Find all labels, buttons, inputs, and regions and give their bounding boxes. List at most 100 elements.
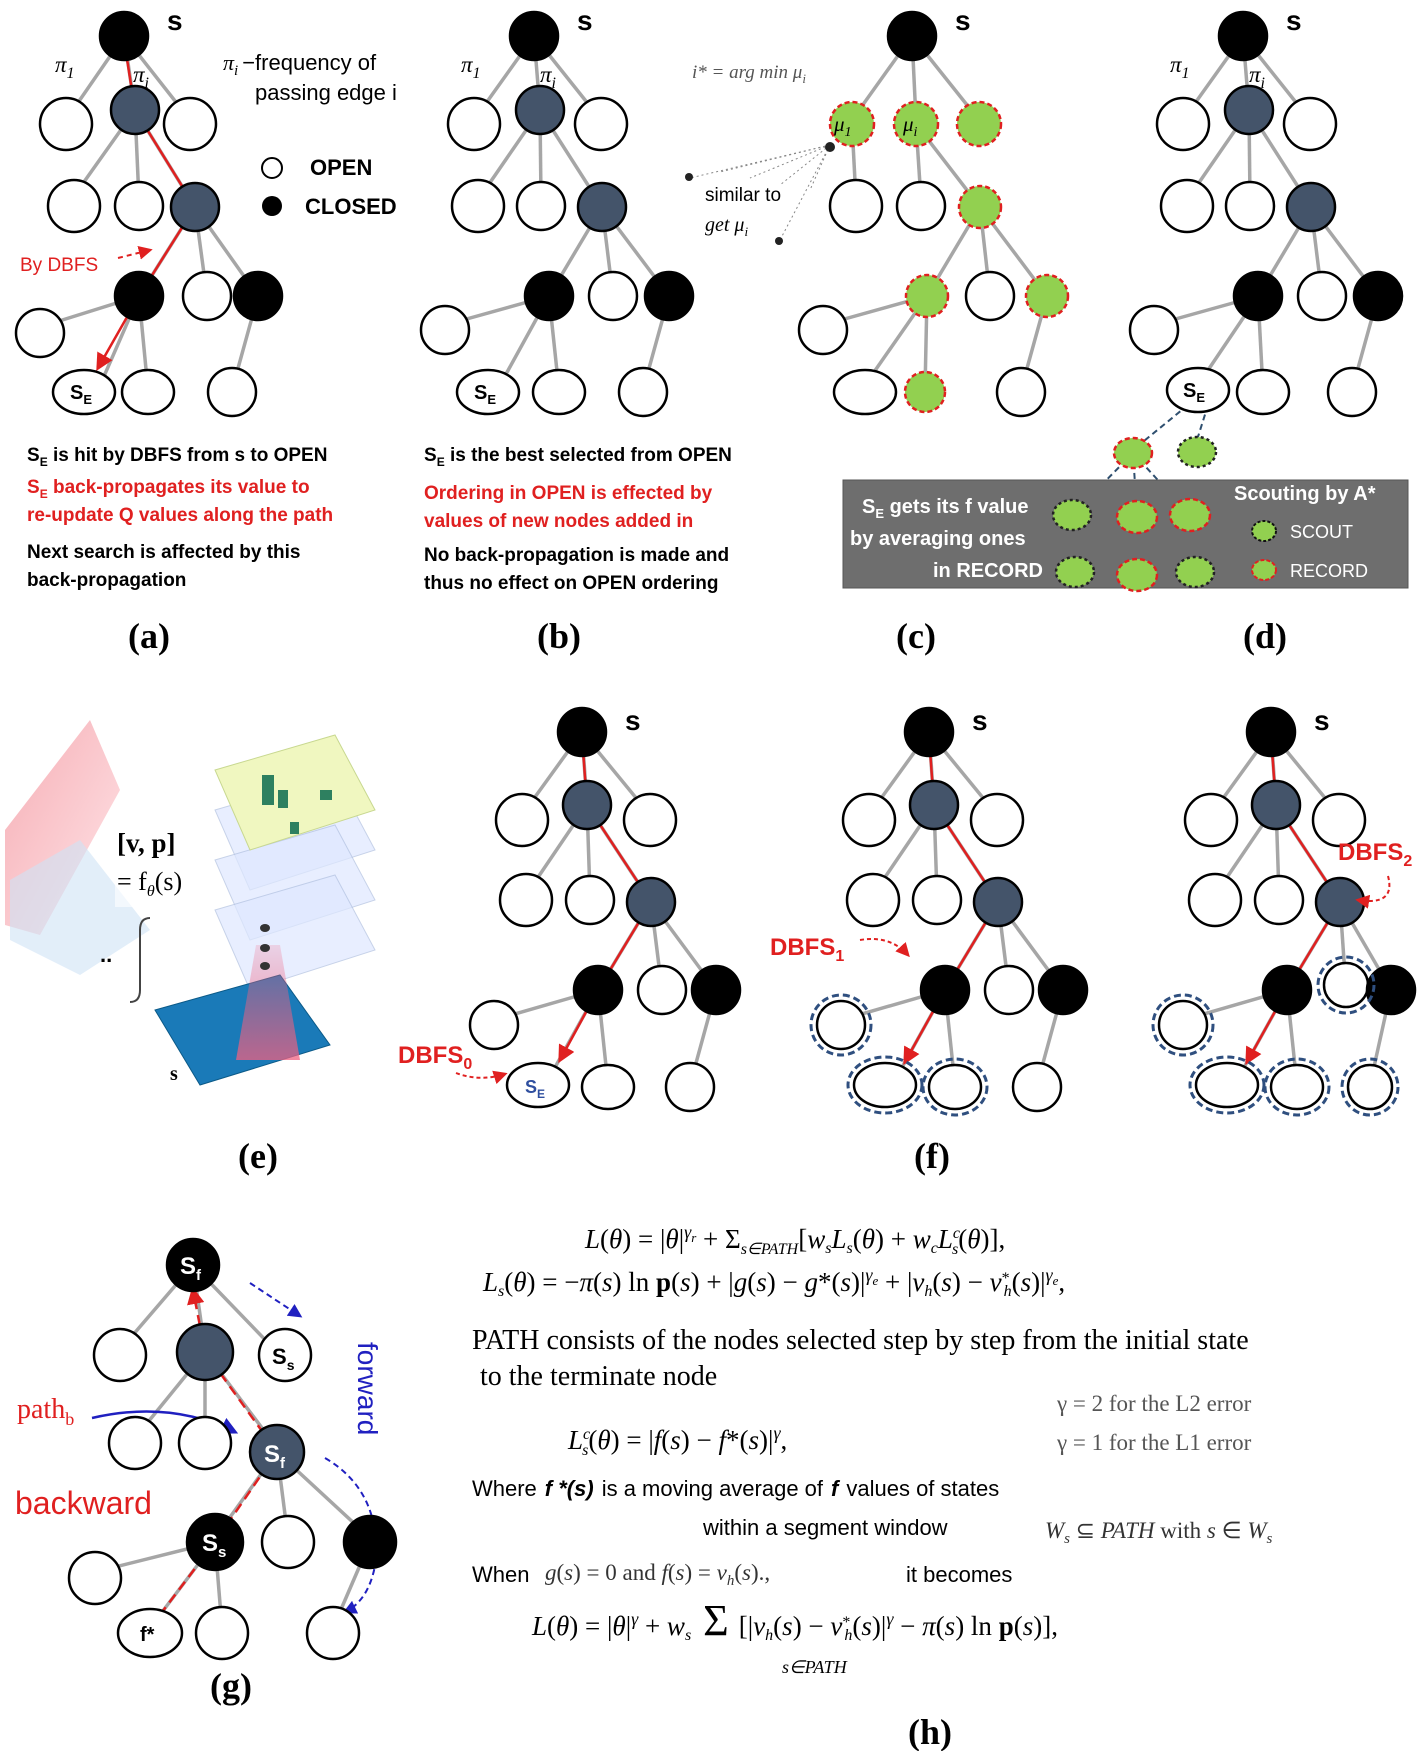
panel-c-dot <box>685 173 693 181</box>
record-legend-icon <box>1251 559 1277 581</box>
panel-h-path-line2: to the terminate node <box>480 1361 717 1392</box>
panel-e-brace <box>129 917 151 1003</box>
panel-h-window: Ws ⊆ PATH with s ∈ Ws <box>1045 1518 1273 1547</box>
panel-c-root-label: s <box>955 5 971 36</box>
panel-c-argmin: i* = arg min μi <box>692 62 806 86</box>
panel-a-caption: (a) <box>128 616 170 656</box>
panel-e-beam <box>236 945 300 1060</box>
panel-h-gamma1: γ = 1 for the L1 error <box>1056 1430 1252 1455</box>
panel-b-text5: thus no effect on OPEN ordering <box>424 573 719 594</box>
panel-h-gamma2: γ = 2 for the L2 error <box>1056 1391 1252 1416</box>
panel-g-nodes <box>67 1237 398 1661</box>
panel-e-bar <box>262 775 274 805</box>
panel-e-vp: [v, p] <box>117 828 176 858</box>
panel-e-label-bg <box>115 825 210 907</box>
panel-c-mui: μi <box>902 112 918 140</box>
panel-c-dot <box>775 237 783 245</box>
scout-legend-icon <box>1251 520 1277 542</box>
panel-g-ss-mid: Ss <box>202 1530 226 1561</box>
panel-f-tree-2: s DBFS1 <box>770 705 1089 1117</box>
panel-e-node <box>260 962 270 970</box>
panel-a-se-label: SE <box>70 382 92 407</box>
panel-b: s π1 πi SE SE is the best selected from … <box>419 5 732 656</box>
panel-f-root-label: s <box>625 705 641 736</box>
panel-e-top-plane <box>214 734 376 851</box>
panel-e: [v, p] = fθ(s) .. s (e) <box>5 720 376 1176</box>
panel-g-ss-top: Ss <box>272 1344 295 1373</box>
panel-f-root-label-2: s <box>972 705 988 736</box>
panel-e-node <box>260 944 270 952</box>
panel-c-caption: (c) <box>896 616 936 656</box>
panel-e-bar <box>320 790 332 800</box>
panel-b-text4: No back-propagation is made and <box>424 545 729 566</box>
panel-a-by-dbfs: By DBFS <box>20 255 98 276</box>
panel-f-root-label-3: s <box>1314 705 1330 736</box>
panel-a-text2: SE back-propagates its value to <box>27 477 310 501</box>
panel-f-tree-3: s DBFS2 <box>1151 705 1417 1117</box>
panel-a-nodes <box>14 10 284 418</box>
panel-e-ftheta: = fθ(s) <box>117 867 182 900</box>
panel-c-query-dot <box>825 142 835 152</box>
panel-a-pii: πi <box>133 62 149 92</box>
panel-g-pathb: pathb <box>17 1394 74 1429</box>
panel-g-sf-mid: Sf <box>264 1441 286 1472</box>
panel-h-within: within a segment window <box>702 1515 948 1540</box>
panel-b-root-label: s <box>577 5 593 36</box>
panel-h-caption: (h) <box>908 1712 952 1751</box>
panel-c-similarity-rays <box>689 144 831 241</box>
panel-e-node <box>260 924 270 932</box>
panel-a-by-dbfs-arrow <box>117 245 153 260</box>
closed-legend-label: CLOSED <box>305 194 397 219</box>
panel-e-bar <box>278 790 288 808</box>
open-legend-icon <box>261 157 283 179</box>
panel-d-root-label: s <box>1286 5 1302 36</box>
panel-b-text1: SE is the best selected from OPEN <box>424 445 732 469</box>
panel-h-becomes: it becomes <box>906 1562 1012 1587</box>
record-legend-label: RECORD <box>1290 561 1368 581</box>
panel-c: s i* = arg min μi μ1 μi similar to get μ… <box>685 5 1070 656</box>
panel-h-eq2: Ls(θ) = −π(s) ln p(s) + |g(s) − g*(s)|γe… <box>482 1265 1065 1300</box>
panel-h-eq4-sum-index: s∈PATH <box>782 1657 848 1677</box>
panel-g-sf-top: Sf <box>180 1253 202 1284</box>
panel-d-box-line2: by averaging ones <box>850 528 1026 550</box>
panel-c-similar: similar to <box>705 185 781 206</box>
scout-legend-label: SCOUT <box>1290 522 1353 542</box>
panel-e-blue-shape <box>10 840 150 975</box>
panel-d-scout-nodes <box>1051 435 1218 593</box>
panel-a: s π1 πi πi−frequency of passing edge i O… <box>14 5 397 656</box>
open-legend-label: OPEN <box>310 155 372 180</box>
panel-f: s SE DBFS0 <box>398 705 1417 1176</box>
panel-d-caption: (d) <box>1243 616 1287 656</box>
panel-g-caption: (g) <box>210 1666 252 1706</box>
closed-legend-icon <box>262 196 282 216</box>
panel-f-dbfs2: DBFS2 <box>1338 839 1412 870</box>
panel-c-mu1: μ1 <box>833 112 852 140</box>
panel-a-legend-pi-line2: passing edge i <box>255 80 397 105</box>
panel-a-legend-pi: πi−frequency of <box>223 50 377 79</box>
panel-g-forward-arrow-top <box>249 1282 303 1318</box>
panel-b-nodes <box>419 10 695 418</box>
panel-a-pi1: π1 <box>55 52 75 82</box>
panel-f-tree-1: s SE DBFS0 <box>398 705 742 1113</box>
panel-e-s-label: s <box>170 1063 178 1085</box>
panel-h-when: When <box>472 1562 529 1587</box>
panel-f-se-label: SE <box>525 1077 545 1101</box>
panel-g-fstar: f* <box>140 1624 155 1646</box>
panel-g-backward: backward <box>15 1485 152 1521</box>
panel-e-bar <box>290 822 299 834</box>
panel-d-nodes <box>1128 10 1404 418</box>
panel-d-box-line3: in RECORD <box>933 560 1043 582</box>
panel-h-path-line1: PATH consists of the nodes selected step… <box>472 1325 1249 1356</box>
panel-b-caption: (b) <box>537 616 581 656</box>
panel-e-dots: .. <box>100 942 112 967</box>
panel-c-nodes <box>797 10 1070 418</box>
panel-f-dbfs0: DBFS0 <box>398 1042 472 1073</box>
panel-b-text3: values of new nodes added in <box>424 511 693 532</box>
panel-b-text2: Ordering in OPEN is effected by <box>424 483 713 504</box>
panel-b-pii: πi <box>540 62 556 92</box>
